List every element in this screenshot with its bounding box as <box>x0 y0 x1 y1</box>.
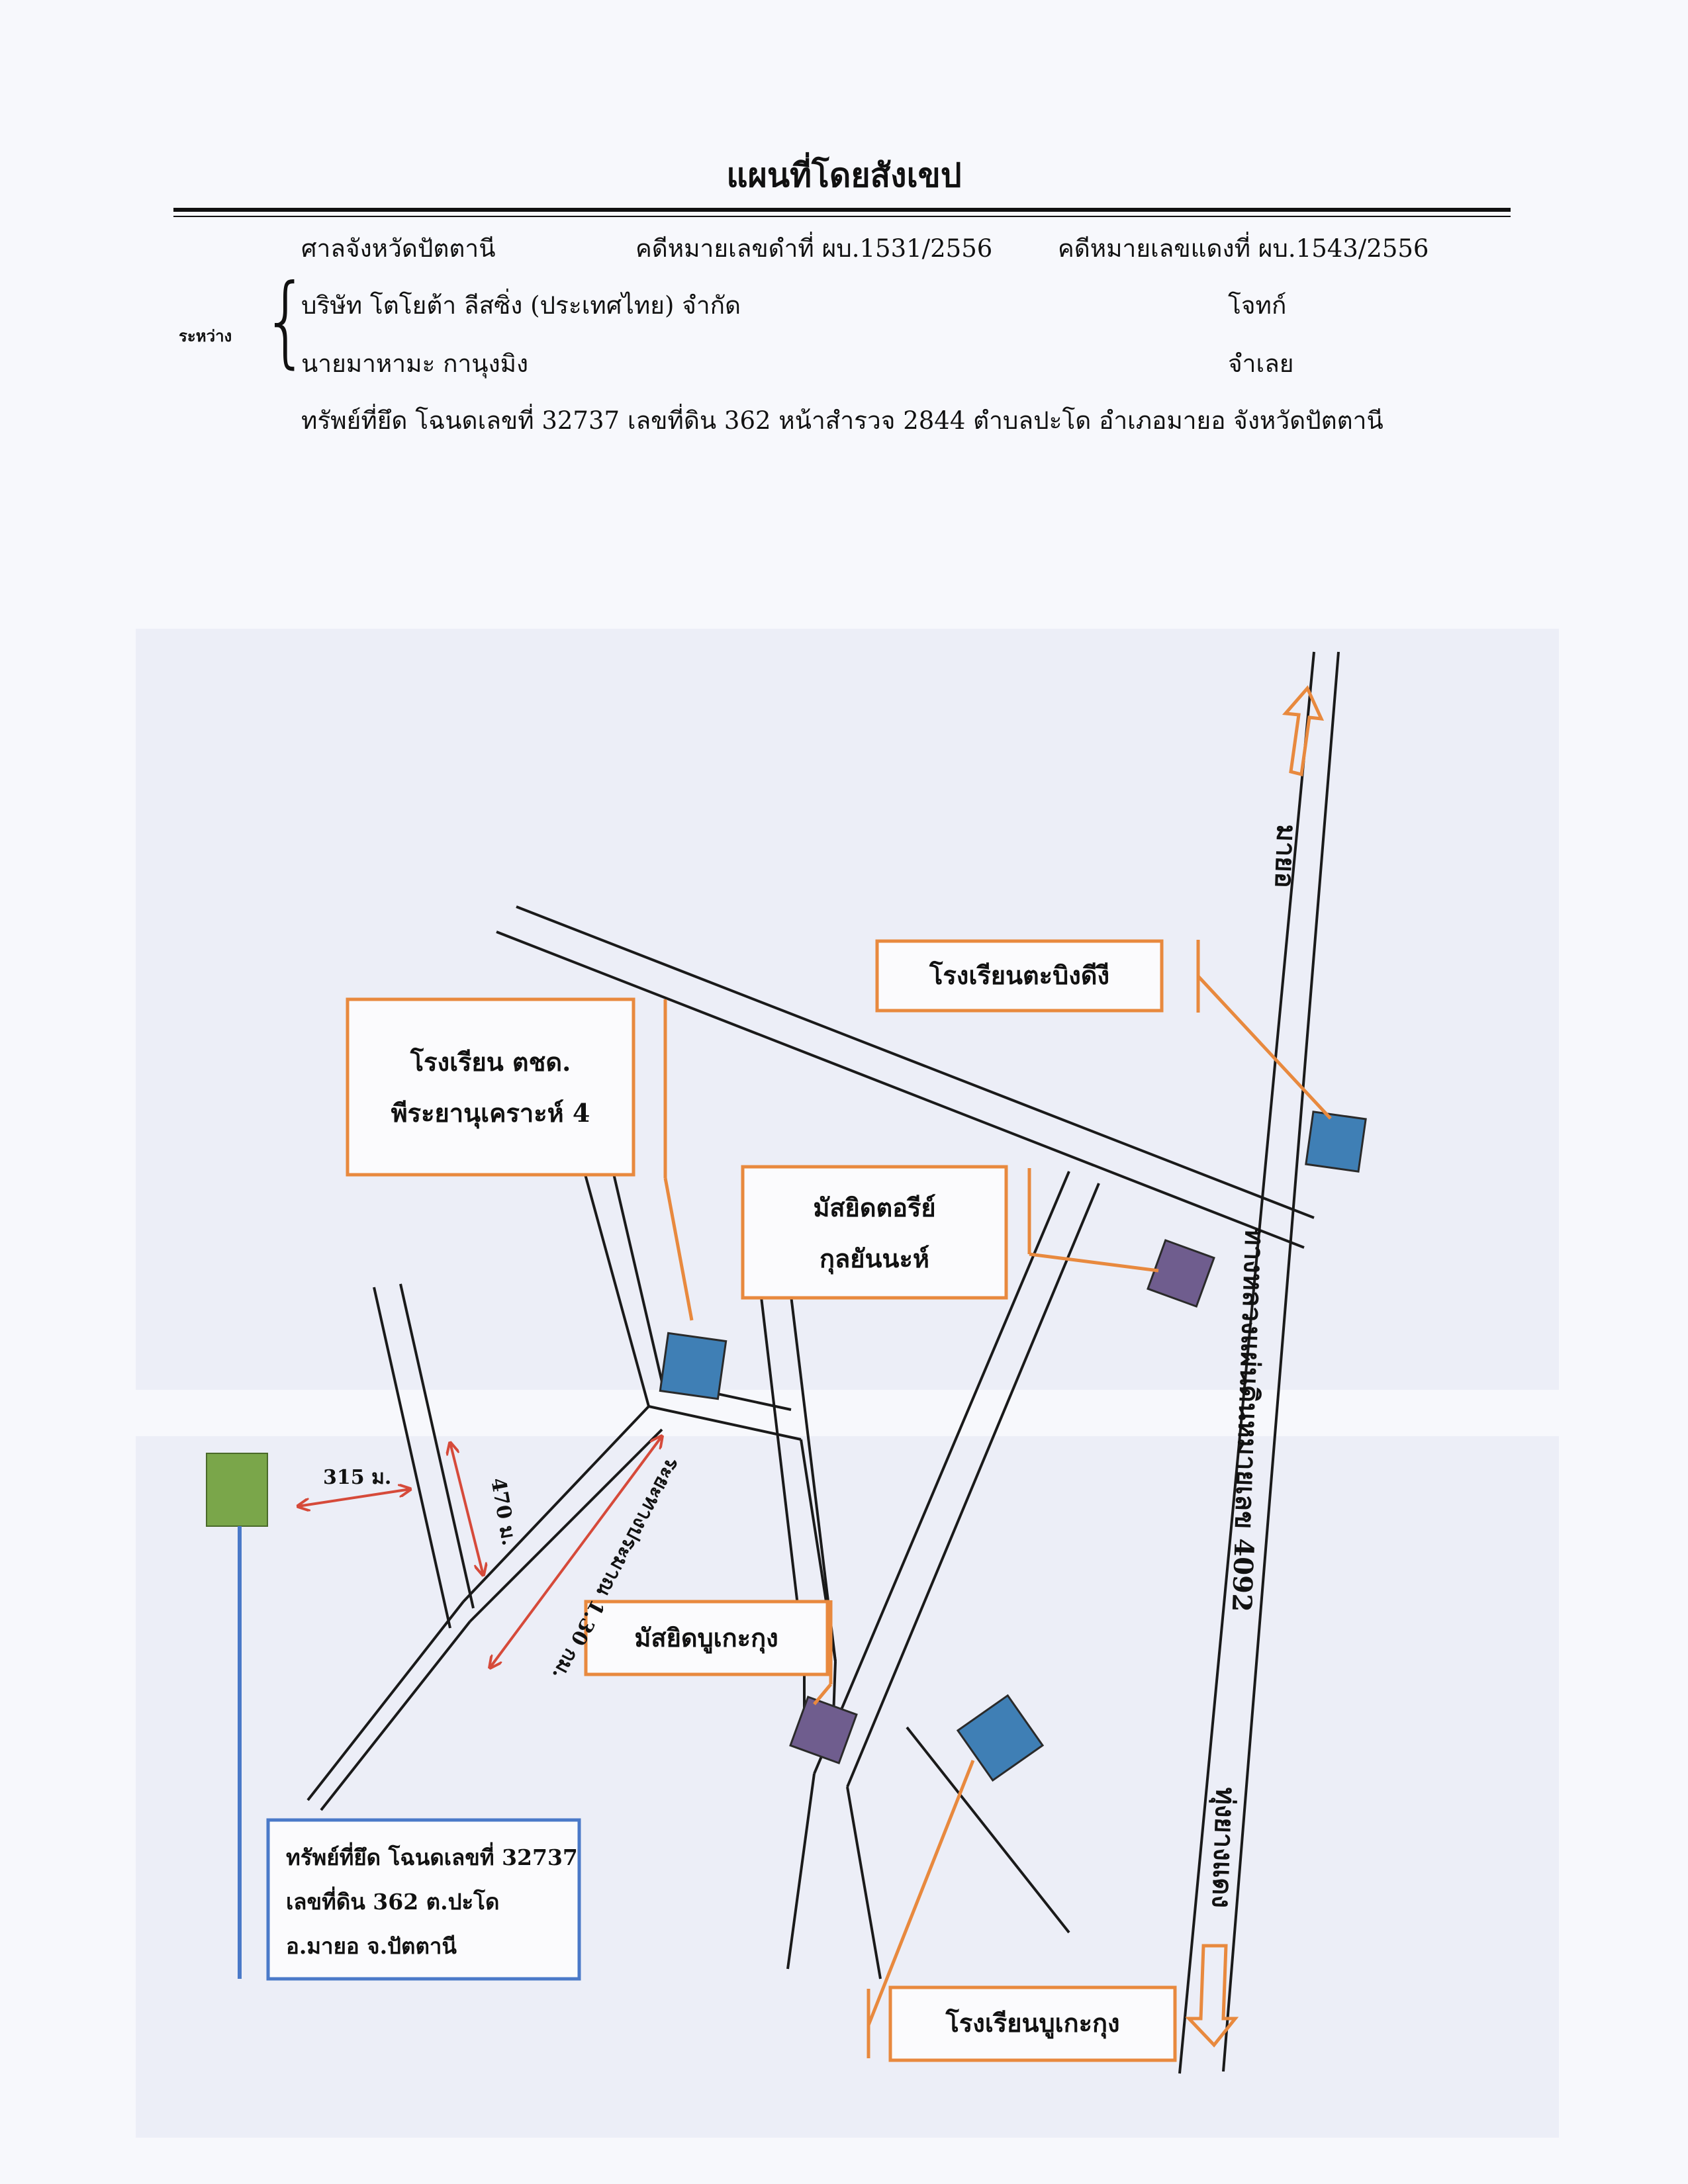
property-box <box>266 1818 581 1981</box>
mosque-bukekung-label: มัสยิดบูเกะกุง <box>634 1623 778 1654</box>
seized-property-line: ทรัพย์ที่ยึด โฉนดเลขที่ 32737 เลขที่ดิน … <box>301 406 1383 435</box>
page-title: แผนที่โดยสังเขป <box>726 156 962 195</box>
mosque-bukekung-marker <box>789 1696 858 1764</box>
to-mayo-label: มายอ <box>1269 824 1302 889</box>
mosque-toree-box <box>741 1165 1008 1300</box>
mosque-toree-label-line2: กุลยันนะห์ <box>820 1244 929 1275</box>
school-tabingdi-marker <box>1305 1111 1367 1173</box>
distance-470-arrow <box>450 1443 483 1575</box>
highway-4092-road <box>1178 651 1340 2074</box>
plaintiff-name: บริษัท โตโยต้า ลีสซิ่ง (ประเทศไทย) จำกัด <box>301 291 741 320</box>
red-case-number: คดีหมายเลขแดงที่ ผบ.1543/2556 <box>1058 234 1429 263</box>
school-bukekung-box <box>888 1985 1177 2062</box>
school-tbd-label-line1: โรงเรียน ตชด. <box>410 1047 571 1077</box>
school-tbd-label-line2: พีระยานุเคราะห์ 4 <box>391 1098 590 1129</box>
school-bukekung-marker <box>956 1694 1045 1782</box>
between-label: ระหว่าง <box>179 326 232 345</box>
property-marker <box>206 1453 268 1527</box>
plaintiff-role: โจทก์ <box>1228 291 1287 320</box>
distance-315-label: 315 ม. <box>323 1466 391 1489</box>
brace-symbol: { <box>261 263 310 379</box>
defendant-role: จำเลย <box>1228 349 1294 378</box>
label-leaders <box>663 940 1332 2058</box>
south-direction-arrow-icon <box>1185 1944 1239 2048</box>
school-tabingdi-label: โรงเรียนตะบิงดีงี <box>929 960 1109 990</box>
defendant-name: นายมาหามะ กานุงมิง <box>301 349 529 378</box>
distance-470-label: 470 ม. <box>486 1476 520 1547</box>
diagonal-main-road <box>496 905 1315 1249</box>
school-tbd-marker <box>659 1332 727 1400</box>
school-tabingdi-box <box>875 939 1164 1013</box>
mosque-toree-marker <box>1147 1239 1215 1308</box>
title-rule-thin <box>173 216 1511 217</box>
school-bukekung-label: โรงเรียนบูเกะกุง <box>945 2008 1119 2039</box>
distance-315-arrow <box>298 1489 410 1506</box>
property-label-line1: ทรัพย์ที่ยึด โฉนดเลขที่ 32737 <box>286 1842 578 1870</box>
distance-130-arrow <box>490 1436 662 1668</box>
east-branch-road <box>786 1171 1100 1979</box>
court-name: ศาลจังหวัดปัตตานี <box>301 234 496 263</box>
title-rule-thick <box>173 208 1511 212</box>
north-direction-arrow-icon <box>1282 685 1325 777</box>
black-case-number: คดีหมายเลขดำที่ ผบ.1531/2556 <box>635 234 993 263</box>
school-tbd-box <box>346 997 635 1177</box>
mosque-toree-label-line1: มัสยิดตอรีย์ <box>813 1193 935 1222</box>
west-side-road <box>373 1283 475 1629</box>
property-label-line3: อ.มายอ จ.ปัตตานี <box>286 1933 457 1959</box>
highway-4092-label: ทางหลวงแผ่นดินหมายเลข 4092 <box>1226 1228 1270 1613</box>
to-thungyangdaeng-label: ทุ่งยางแดง <box>1205 1787 1241 1909</box>
property-label-line2: เลขที่ดิน 362 ต.ปะโด <box>286 1886 499 1915</box>
